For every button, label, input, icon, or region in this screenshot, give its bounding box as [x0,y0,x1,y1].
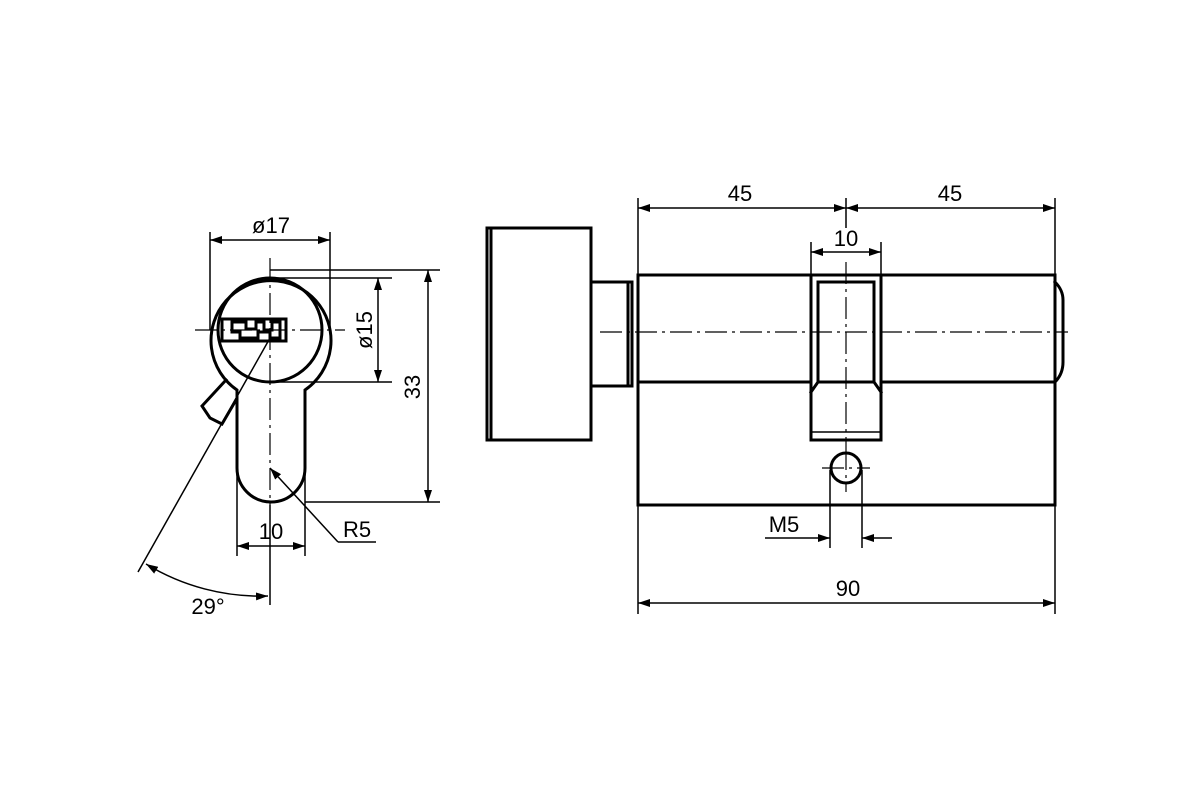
label-half-length-right: 45 [938,181,962,206]
dim-center-width: 10 [810,226,882,275]
dim-height: 33 [270,269,440,503]
label-height: 33 [400,375,425,399]
front-view [485,226,1068,507]
label-total-length: 90 [836,576,860,601]
dim-plug-diameter: ø15 [270,277,392,383]
keyway [220,317,288,343]
label-angle: 29° [191,594,224,619]
knob-neck [589,280,634,388]
dim-half-lengths: 45 45 [637,181,1056,275]
dim-radius: R5 [269,467,376,543]
label-outer-diameter: ø17 [252,213,290,238]
thumb-turn-knob [485,226,593,442]
label-half-length-left: 45 [728,181,752,206]
dim-screw: M5 [765,470,892,548]
label-screw: M5 [769,512,800,537]
label-radius: R5 [343,517,371,542]
label-cam-width: 10 [259,519,283,544]
profile-view [137,258,345,605]
dim-cam-width: 10 [236,468,306,556]
label-plug-diameter: ø15 [352,311,377,349]
label-center-width: 10 [834,226,858,251]
cylinder-body [636,273,1057,507]
dim-total-length: 90 [637,505,1056,614]
dim-outer-diameter: ø17 [209,213,331,330]
angle-reference-line [137,337,271,573]
dim-angle: 29° [145,563,269,619]
